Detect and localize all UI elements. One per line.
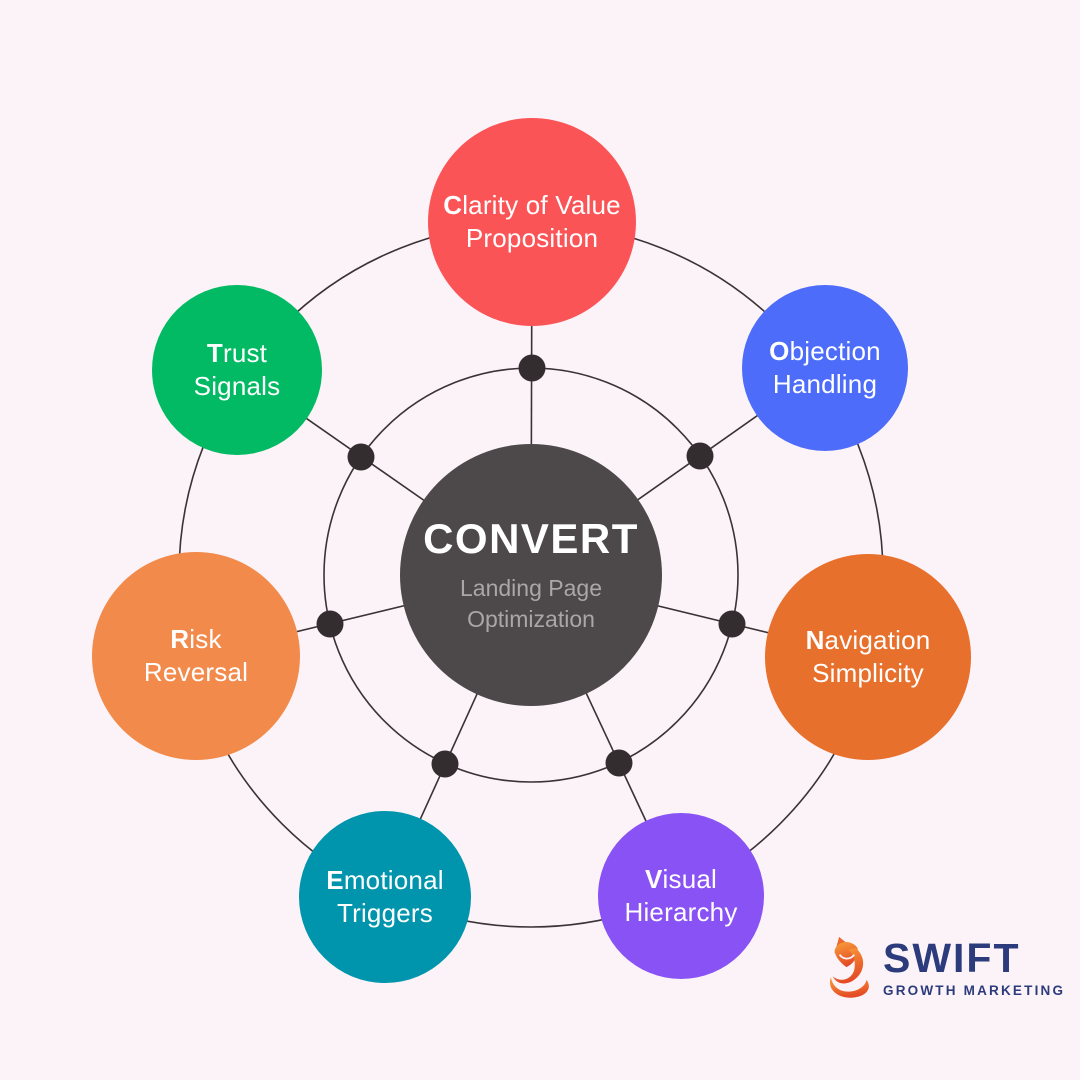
acronym-letter: R: [170, 623, 190, 654]
node-visual-hierarchy: Visual Hierarchy: [598, 813, 764, 979]
label-text-line2: Handling: [772, 369, 878, 399]
label-text: larity of Value: [462, 189, 621, 220]
label-text: motional: [343, 864, 444, 895]
fox-face-accent: [839, 954, 855, 960]
logo-tagline: GROWTH MARKETING: [883, 983, 1066, 998]
label-text-line2: Simplicity: [812, 658, 924, 688]
label-text-line2: Reversal: [143, 657, 249, 687]
node-emotional-triggers: Emotional Triggers: [299, 811, 471, 983]
acronym-letter: T: [206, 337, 223, 368]
acronym-letter: V: [644, 863, 663, 894]
fox-icon: [829, 936, 869, 998]
label-text: rust: [222, 337, 268, 368]
fox-body: [832, 947, 864, 984]
logo-brand-name: SWIFT: [883, 935, 1021, 981]
connector-dot: [605, 749, 633, 777]
connector-dot: [347, 443, 375, 471]
fox-tail: [829, 977, 869, 998]
brand-logo: SWIFT GROWTH MARKETING: [828, 936, 1065, 1000]
node-label: Navigation Simplicity: [806, 624, 931, 691]
node-label: Risk Reversal: [144, 623, 248, 690]
connector-dot: [518, 354, 546, 382]
acronym-letter: C: [443, 189, 463, 220]
connector-dot: [316, 610, 344, 638]
connector-dot: [686, 442, 714, 470]
node-label: Emotional Triggers: [326, 864, 443, 931]
node-clarity-of-value-proposition: Clarity of Value Proposition: [428, 118, 636, 326]
node-trust-signals: Trust Signals: [152, 285, 322, 455]
acronym-letter: E: [326, 864, 344, 895]
label-text-line2: Proposition: [465, 223, 599, 253]
hub-subtitle: Landing Page Optimization: [460, 574, 602, 632]
logo-text: SWIFT GROWTH MARKETING: [883, 935, 1066, 999]
acronym-letter: N: [805, 624, 825, 655]
node-label: Clarity of Value Proposition: [443, 189, 621, 256]
connector-dot: [718, 610, 746, 638]
acronym-letter: O: [769, 335, 790, 366]
hub-circle: CONVERT Landing Page Optimization: [400, 444, 662, 706]
node-navigation-simplicity: Navigation Simplicity: [765, 554, 971, 760]
label-text: avigation: [824, 624, 931, 655]
connector-dot: [431, 750, 459, 778]
label-text-line2: Triggers: [336, 898, 433, 928]
label-text-line2: Signals: [193, 371, 281, 401]
node-objection-handling: Objection Handling: [742, 285, 908, 451]
node-label: Trust Signals: [194, 337, 281, 404]
node-label: Objection Handling: [769, 335, 881, 402]
label-text: isual: [662, 863, 718, 894]
node-risk-reversal: Risk Reversal: [92, 552, 300, 760]
label-text: isk: [189, 623, 222, 654]
label-text-line2: Hierarchy: [624, 897, 738, 927]
label-text: bjection: [789, 335, 881, 366]
hub-title: CONVERT: [423, 514, 639, 562]
fox-head: [834, 941, 858, 968]
node-label: Visual Hierarchy: [624, 863, 737, 930]
